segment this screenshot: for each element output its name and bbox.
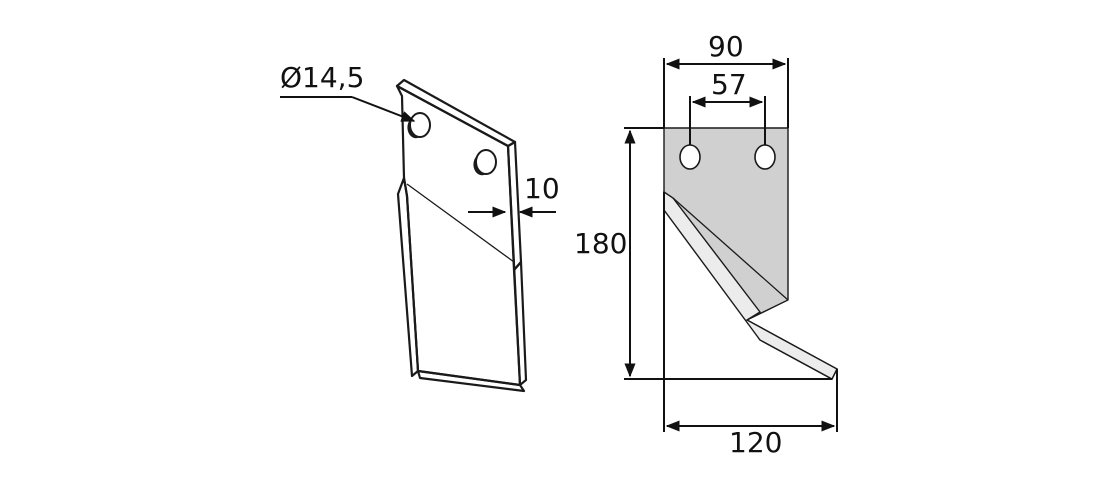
thickness-label: 10 [524, 172, 560, 205]
hole-spacing-label: 57 [711, 68, 747, 101]
thickness-dimension: 10 [468, 172, 560, 218]
width-top-dimension: 90 [663, 30, 789, 128]
blade-perspective-view [395, 78, 528, 393]
mount-hole-2 [475, 149, 497, 175]
hole-diameter-dimension: Ø14,5 [280, 61, 416, 122]
hole-diameter-label: Ø14,5 [280, 61, 364, 94]
hole-leader-arrow [351, 96, 416, 122]
blade-front-view [663, 127, 838, 380]
cutting-edge-line [406, 183, 515, 263]
height-label: 180 [574, 227, 627, 260]
mount-hole-2-shadow [473, 155, 486, 176]
mount-hole-1 [409, 112, 431, 138]
mount-hole-1-shadow [407, 118, 420, 139]
blade-bottom-edge [416, 369, 526, 393]
width-bottom-label: 120 [729, 426, 782, 459]
blade-lower-side [512, 260, 528, 387]
blade-side-edge [506, 140, 523, 272]
front-hole-2 [754, 144, 776, 170]
height-dimension: 180 [574, 127, 832, 380]
blade-left-bevel [396, 176, 420, 378]
front-hole-1 [679, 144, 701, 170]
width-bottom-dimension: 120 [663, 192, 838, 459]
width-top-label: 90 [708, 30, 744, 63]
hole-spacing-dimension: 57 [689, 68, 766, 145]
blade-front-inner-edge [672, 197, 789, 301]
